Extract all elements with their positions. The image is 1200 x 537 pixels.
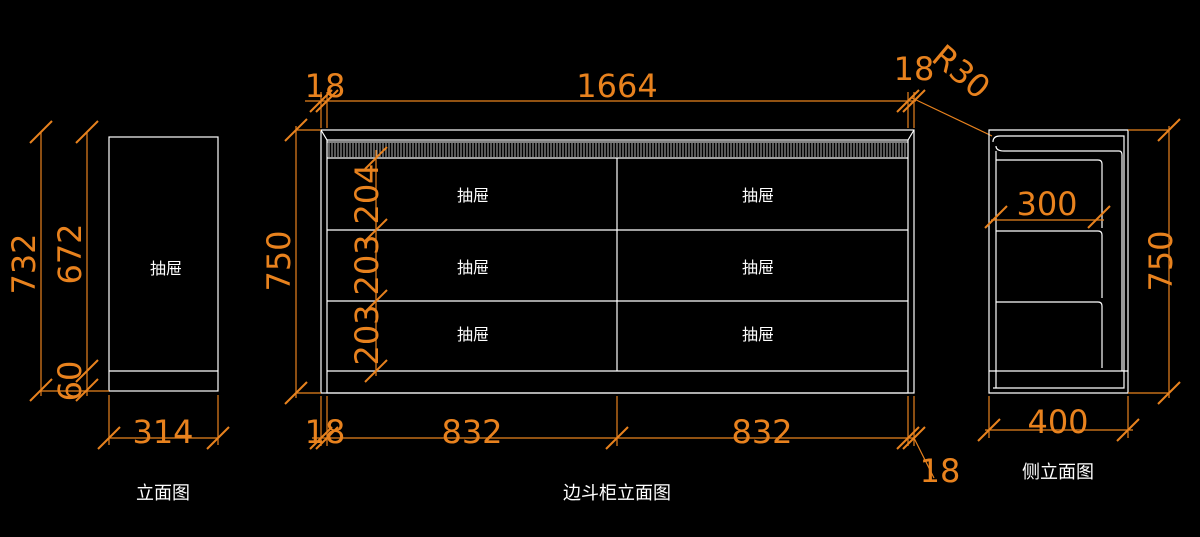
side-view-height-dim: 750 [1142, 230, 1180, 291]
side-view-outline [988, 129, 1129, 394]
side-view-inner-depth-dim: 300 [1016, 185, 1077, 223]
side-view-drawer-outline [996, 230, 1103, 298]
dim-tick [364, 146, 388, 170]
side-view-depth-dim: 400 [1027, 403, 1088, 441]
side-view-inner-profile [992, 135, 1125, 389]
main-view-height-dim: 750 [260, 230, 298, 291]
main-view-bottom-left-panel-dim: 18 [305, 413, 346, 451]
front-view-total-height-dim: 732 [5, 233, 43, 294]
radius-leader-line [911, 97, 993, 137]
dim-tick [315, 89, 339, 113]
dim-tick [29, 120, 53, 144]
drawer-label: 抽屉 [742, 258, 774, 277]
dim-tick [896, 426, 920, 450]
dim-tick [309, 426, 333, 450]
main-view-bottom-half-dim: 832 [441, 413, 502, 451]
outline-segment [907, 129, 915, 141]
radius-dim: R30 [925, 37, 998, 107]
dim-tick [1116, 418, 1140, 442]
drawer-height-dim: 204 [348, 163, 386, 224]
dim-tick [75, 359, 99, 383]
main-view-bottom-half-dim: 832 [731, 413, 792, 451]
front-view-width-dim: 314 [132, 413, 193, 451]
side-view-drawer-outline [996, 159, 1103, 228]
drawer-label: 抽屉 [457, 258, 489, 277]
dim-tick [364, 289, 388, 313]
drawer-label: 抽屉 [457, 325, 489, 344]
dim-tick [364, 359, 388, 383]
main-view-inner-width-dim: 1664 [576, 67, 657, 105]
dim-tick [75, 378, 99, 402]
front-view: 抽屉 732 672 60 314 立面图 [5, 120, 230, 504]
main-view-caption: 边斗柜立面图 [563, 483, 671, 504]
drawer-height-dim: 203 [348, 304, 386, 365]
side-view-inner-profile [995, 145, 1123, 371]
side-view-drawer-outline [996, 301, 1103, 368]
dim-tick [206, 426, 230, 450]
dim-tick [1087, 205, 1111, 229]
front-view-caption: 立面图 [136, 483, 190, 504]
drawer-height-dim: 203 [348, 234, 386, 295]
dim-tick [364, 218, 388, 242]
front-view-cabinet-outline [108, 136, 219, 392]
main-view-left-panel-dim: 18 [305, 67, 346, 105]
dim-tick [605, 426, 629, 450]
dim-tick [984, 205, 1008, 229]
dim-tick [97, 426, 121, 450]
side-view-caption: 侧立面图 [1022, 462, 1094, 483]
main-view-top-rail-hatch [328, 143, 906, 157]
drawer-label: 抽屉 [742, 325, 774, 344]
main-view-bottom-right-panel-dim: 18 [920, 452, 961, 490]
drawer-label: 抽屉 [457, 186, 489, 205]
front-view-body-height-dim: 672 [51, 223, 89, 284]
dim-tick [902, 89, 926, 113]
side-view: 300 750 400 侧立面图 [977, 118, 1181, 483]
dim-tick [896, 89, 920, 113]
front-view-drawer-label: 抽屉 [150, 259, 182, 278]
outline-segment [320, 129, 328, 141]
front-view-base-height-dim: 60 [51, 361, 89, 402]
dim-tick [309, 89, 333, 113]
main-view: 抽屉 抽屉 抽屉 抽屉 抽屉 抽屉 18 1664 18 R30 750 [260, 37, 998, 504]
dim-tick [75, 120, 99, 144]
dim-tick [315, 426, 339, 450]
main-view-right-panel-dim: 18 [894, 50, 935, 88]
dim-tick [29, 378, 53, 402]
main-view-inner-frame [326, 139, 909, 394]
drawer-label: 抽屉 [742, 186, 774, 205]
extension-line [913, 437, 935, 479]
dim-tick [977, 418, 1001, 442]
